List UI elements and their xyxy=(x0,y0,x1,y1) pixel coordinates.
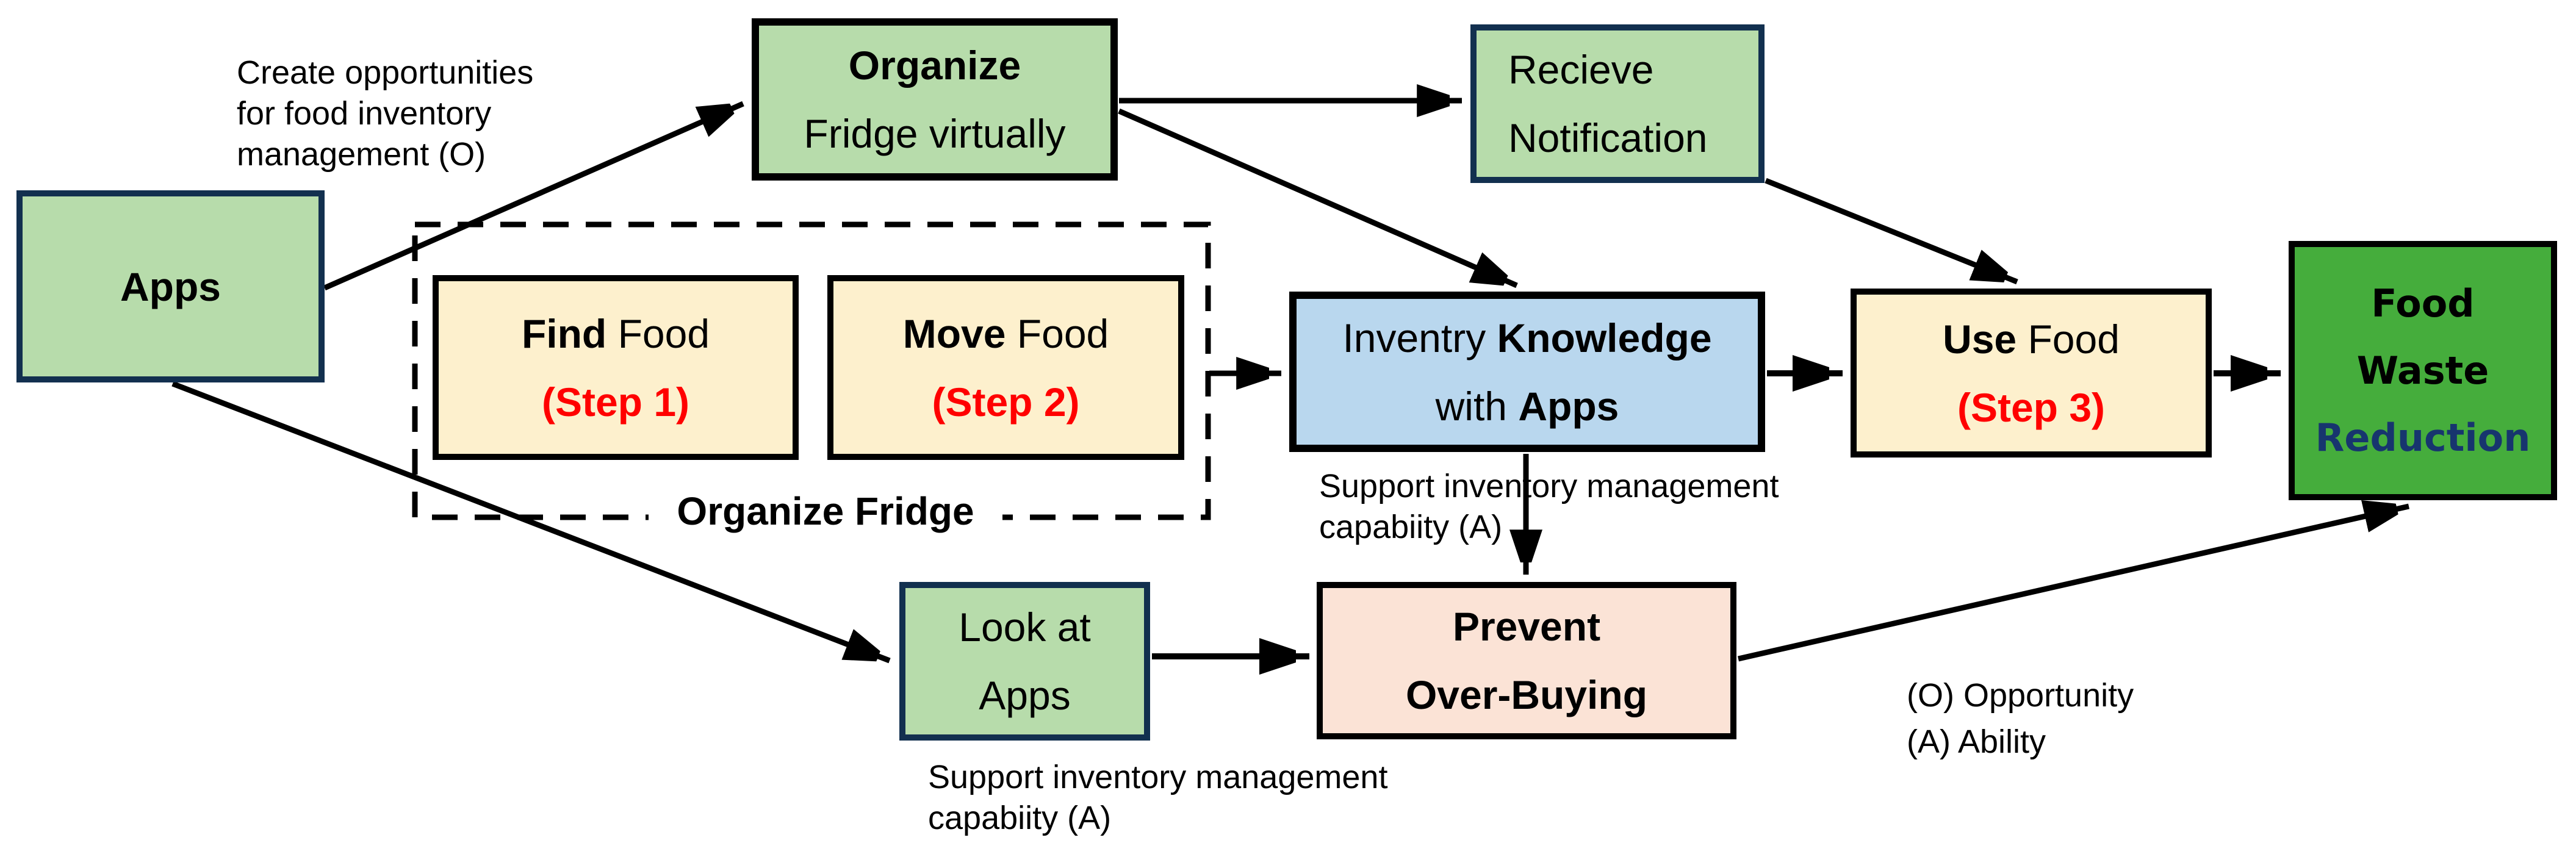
node-receive-line2: Notification xyxy=(1508,115,1708,160)
annotation-support-top-line2: capabiity (A) xyxy=(1319,509,1503,545)
node-find-food-step1: Find Food (Step 1) xyxy=(433,275,799,460)
node-fwr-line3: Reduction xyxy=(2315,415,2531,460)
node-move-step-label: (Step 2) xyxy=(932,379,1080,425)
node-lookat-line2: Apps xyxy=(979,673,1071,718)
node-inventory-line1: Inventry Knowledge xyxy=(1342,315,1712,361)
node-lookat-line1: Look at xyxy=(959,605,1091,650)
arrow-apps-to-look-at-apps xyxy=(171,381,891,664)
node-use-label: Use Food xyxy=(1943,316,2120,362)
annotation-create-line1: Create opportunities xyxy=(237,54,534,91)
organize-fridge-group-label: Organize Fridge xyxy=(649,484,1002,538)
node-prevent-over-buying: Prevent Over-Buying xyxy=(1317,582,1736,739)
annotation-support-inventory-bottom: Support inventory management capabiity (… xyxy=(928,757,1387,839)
node-move-label: Move Food xyxy=(902,310,1109,356)
node-find-step-label: (Step 1) xyxy=(541,379,690,425)
node-move-food-step2: Move Food (Step 2) xyxy=(827,275,1184,460)
node-prevent-line1: Prevent xyxy=(1452,604,1601,649)
legend-ability: (A) Ability xyxy=(1907,723,2046,760)
arrow-prevent-over-buying-to-food-waste-reduction xyxy=(1738,506,2409,662)
node-inventory-line2: with Apps xyxy=(1435,383,1619,429)
node-organize-title: Organize xyxy=(848,43,1021,88)
node-apps: Apps xyxy=(16,190,325,382)
organize-fridge-group-outline xyxy=(412,221,1211,520)
node-receive-notification: Recieve Notification xyxy=(1470,24,1765,183)
legend: (O) Opportunity (A) Ability xyxy=(1907,672,2134,765)
annotation-support-bottom-line2: capabiity (A) xyxy=(928,800,1112,836)
arrow-organize-to-inventory-knowledge xyxy=(1118,108,1518,289)
legend-opportunity: (O) Opportunity xyxy=(1907,677,2134,714)
annotation-support-top-line1: Support inventory management xyxy=(1319,468,1779,504)
annotation-support-bottom-line1: Support inventory management xyxy=(928,759,1388,795)
node-use-food-step3: Use Food (Step 3) xyxy=(1851,289,2212,458)
node-organize-fridge-virtually: Organize Fridge virtually xyxy=(752,18,1118,181)
annotation-create-line3: management (O) xyxy=(237,136,486,173)
node-inventory-knowledge-with-apps: Inventry Knowledge with Apps xyxy=(1289,292,1765,452)
node-use-step-label: (Step 3) xyxy=(1957,384,2106,430)
arrow-apps-to-organize xyxy=(323,101,744,291)
node-receive-line1: Recieve xyxy=(1508,47,1654,92)
annotation-create-opportunities: Create opportunities for food inventory … xyxy=(237,52,533,175)
node-food-waste-reduction: Food Waste Reduction xyxy=(2289,241,2557,500)
annotation-support-inventory-top: Support inventory management capabiity (… xyxy=(1319,466,1779,548)
node-prevent-line2: Over-Buying xyxy=(1405,672,1648,717)
annotation-create-line2: for food inventory xyxy=(237,95,492,132)
arrow-receive-notification-to-use-food xyxy=(1765,178,2018,285)
node-find-label: Find Food xyxy=(521,310,710,356)
node-organize-subtitle: Fridge virtually xyxy=(804,111,1066,156)
node-fwr-line2: Waste xyxy=(2356,348,2489,393)
node-apps-label: Apps xyxy=(120,264,221,309)
node-fwr-line1: Food xyxy=(2371,281,2475,326)
node-look-at-apps: Look at Apps xyxy=(899,582,1150,741)
